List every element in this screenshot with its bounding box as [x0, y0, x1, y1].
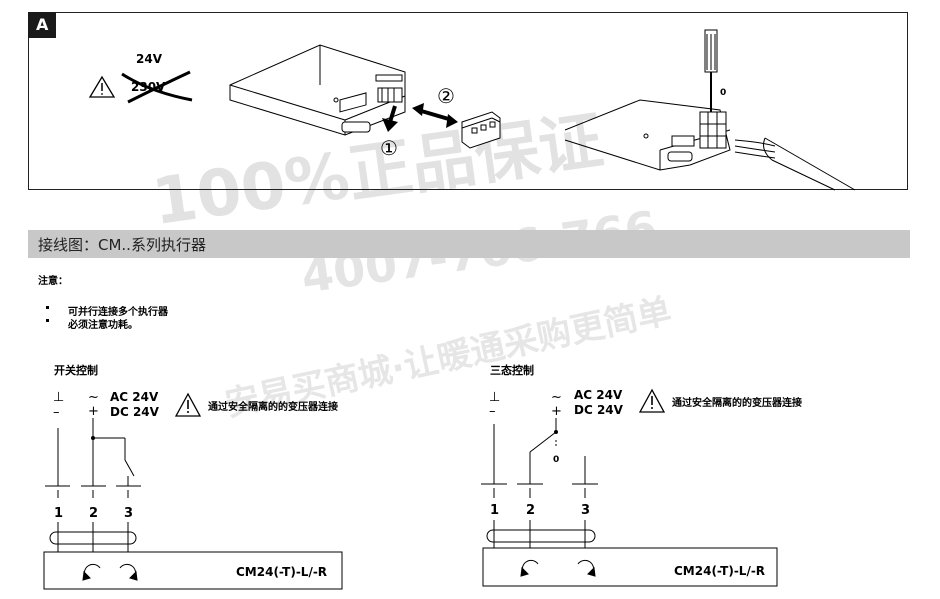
- note-bullet-2: [46, 319, 49, 322]
- section-header: 接线图：CM..系列执行器: [28, 230, 910, 258]
- left-junction-dot: [91, 436, 95, 440]
- warning-icon-figa: [88, 75, 116, 98]
- left-terminal-1: 1: [54, 506, 64, 521]
- right-title: 三态控制: [490, 364, 534, 377]
- right-minus-symbol: –: [489, 404, 496, 419]
- figure-a-label: A: [28, 12, 56, 38]
- arrow-double-icon: [412, 103, 458, 128]
- left-title: 开关控制: [54, 364, 98, 377]
- actuator-left-illustration: [229, 44, 406, 136]
- right-dc-label: DC 24V: [574, 403, 623, 417]
- left-wiring: [43, 418, 343, 590]
- left-terminal-2: 2: [89, 506, 99, 521]
- figure-a: [28, 12, 908, 190]
- right-plus-symbol: +: [551, 404, 562, 419]
- notes-heading: 注意：: [38, 276, 68, 287]
- cable-icon: [734, 137, 856, 191]
- right-model-label: CM24(-T)-L/-R: [674, 564, 766, 578]
- voltage-bad-label: 230V: [131, 80, 166, 94]
- left-plus-symbol: +: [88, 404, 99, 419]
- left-dc-label: DC 24V: [110, 405, 159, 419]
- voltage-ok-label: 24V: [136, 52, 162, 66]
- right-ground-symbol: ⊥: [489, 390, 501, 405]
- right-wiring: [481, 418, 778, 587]
- screwdriver-icon: [704, 29, 718, 112]
- note-bullet-1: [46, 306, 49, 309]
- left-tilde-symbol: ~: [88, 390, 99, 405]
- actuator-right-illustration: [564, 99, 731, 171]
- right-warning-text: 通过安全隔离的的变压器连接: [672, 398, 802, 409]
- right-ac-label: AC 24V: [574, 388, 623, 402]
- right-junction-dot: [554, 430, 558, 434]
- step1-label: ①: [380, 136, 398, 160]
- left-warning-text: 通过安全隔离的的变压器连接: [208, 402, 338, 413]
- right-zero-label: 0: [553, 455, 560, 465]
- left-ground-symbol: ⊥: [53, 390, 65, 405]
- note-item-1: 可并行连接多个执行器: [68, 307, 168, 318]
- section-title: 接线图：CM..系列执行器: [38, 236, 206, 254]
- note-item-2: 必须注意功耗。: [68, 320, 138, 331]
- right-rotation-icons: [520, 559, 596, 577]
- arrow-down-icon: [382, 105, 398, 132]
- left-warning-icon: [174, 392, 202, 417]
- left-rotation-icons: [82, 563, 138, 581]
- right-terminal-3: 3: [581, 503, 591, 518]
- right-warning-icon: [638, 388, 666, 413]
- right-terminal-1: 1: [490, 503, 500, 518]
- cross-icon: [121, 70, 193, 104]
- left-terminal-3: 3: [124, 506, 134, 521]
- figure-a-label-text: A: [36, 15, 49, 34]
- zero-label-figa: 0: [720, 88, 727, 98]
- left-ac-label: AC 24V: [110, 390, 159, 404]
- right-tilde-symbol: ~: [551, 390, 562, 405]
- step2-label: ②: [437, 84, 455, 108]
- right-terminal-2: 2: [526, 503, 536, 518]
- left-minus-symbol: –: [53, 405, 60, 420]
- left-model-label: CM24(-T)-L/-R: [236, 565, 328, 579]
- terminal-block-icon: [461, 111, 501, 149]
